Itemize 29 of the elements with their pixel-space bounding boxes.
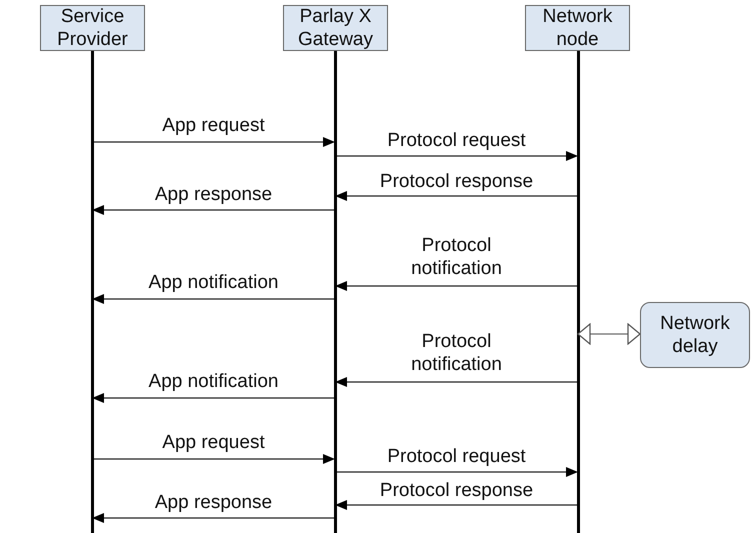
message-arrow — [334, 377, 578, 387]
message-label: App request — [162, 432, 265, 453]
message-arrow — [334, 467, 578, 477]
message-label: Protocol notification — [411, 331, 502, 375]
message-label: Protocol request — [387, 130, 526, 151]
participant-box: Parlay X Gateway — [283, 5, 388, 51]
message-label: App response — [154, 492, 272, 513]
double-arrow — [577, 323, 641, 345]
message-arrow — [92, 454, 336, 464]
message-arrow — [334, 281, 578, 291]
message-label: Protocol notification — [411, 235, 502, 279]
message-arrow — [92, 205, 336, 215]
message-arrow — [334, 500, 578, 510]
message-arrow — [92, 393, 336, 403]
message-arrow — [92, 513, 336, 523]
message-label: Protocol response — [380, 480, 534, 501]
note-box: Network delay — [640, 302, 750, 368]
message-arrow — [334, 191, 578, 201]
message-arrow — [334, 151, 578, 161]
message-arrow — [92, 137, 336, 147]
message-label: App notification — [148, 371, 278, 392]
message-label: App notification — [148, 272, 278, 293]
message-label: Protocol response — [380, 171, 534, 192]
message-label: Protocol request — [387, 446, 526, 467]
participant-box: Service Provider — [40, 5, 145, 51]
message-arrow — [92, 294, 336, 304]
message-label: App response — [154, 184, 272, 205]
message-label: App request — [162, 115, 265, 136]
participant-box: Network node — [525, 5, 630, 51]
